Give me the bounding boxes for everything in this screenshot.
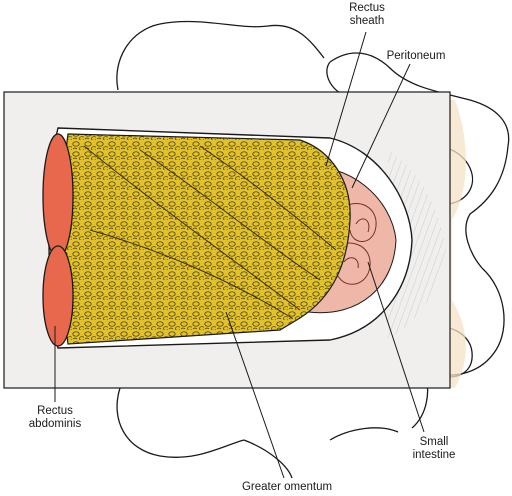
leader-lines <box>54 31 425 479</box>
label-rectus-abdominis-line2: abdominis <box>28 418 82 430</box>
label-rectus-abdominis-line1: Rectus <box>37 405 73 417</box>
greater-omentum <box>61 133 351 345</box>
label-small-intestine-line2: intestine <box>412 449 456 461</box>
label-rectus-abdominis: Rectus abdominis <box>14 405 96 431</box>
label-rectus-sheath: Rectus sheath <box>337 2 397 28</box>
omentum-vessels <box>83 145 337 319</box>
label-rectus-sheath-line2: sheath <box>349 15 385 27</box>
rectus-abdominis-upper <box>42 133 74 259</box>
rectus-abdominis-lower <box>42 245 74 347</box>
label-greater-omentum: Greater omentum <box>241 481 333 493</box>
label-peritoneum: Peritoneum <box>386 50 446 62</box>
label-small-intestine: Small intestine <box>398 436 470 462</box>
label-small-intestine-line1: Small <box>419 436 449 448</box>
fascia-hatching <box>388 150 446 340</box>
label-rectus-sheath-line1: Rectus <box>349 2 385 14</box>
